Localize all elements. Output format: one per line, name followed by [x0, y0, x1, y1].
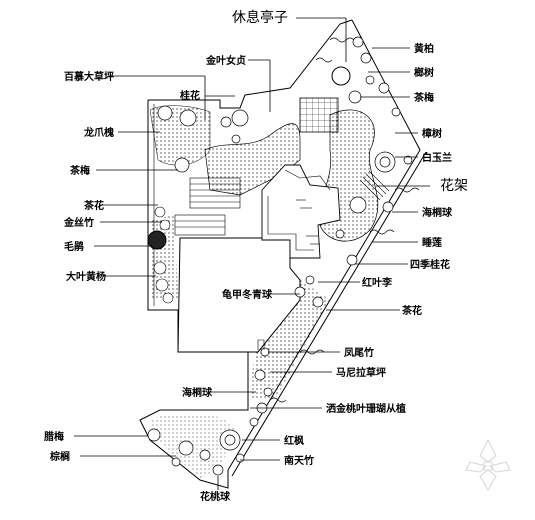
stairway-right: [359, 170, 390, 201]
trees: [147, 36, 413, 476]
central-planting-bed: [204, 123, 301, 196]
label-lamei: 腊梅: [44, 430, 64, 443]
label-baiyulan: 白玉兰: [422, 151, 452, 164]
leader-lines: [74, 17, 430, 490]
label-maninila-lawn: 马尼拉草坪: [336, 366, 386, 379]
label-flower-frame: 花架: [440, 178, 468, 194]
label-yumu: 黄柏: [414, 42, 434, 55]
water-feature: [296, 199, 320, 245]
label-dayehuangyang: 大叶黄杨: [66, 270, 106, 283]
label-zhuanzi: 樟树: [422, 127, 442, 140]
label-jinyenvzhen: 金叶女贞: [205, 54, 246, 67]
label-guihua: 桂花: [179, 89, 200, 102]
pavilion-circle: [331, 66, 351, 86]
label-maojuan: 毛鹃: [64, 240, 84, 253]
label-zongshu: 棕榈: [49, 450, 70, 463]
label-sijiguihua: 四季桂花: [410, 258, 450, 271]
watermark-logo: [465, 438, 511, 492]
label-huamusi: 花桃球: [200, 490, 231, 503]
label-nantianzhu: 南天竹: [284, 454, 314, 467]
label-mashu: 榔树: [414, 66, 434, 79]
label-chahua-1: 茶花: [83, 199, 104, 212]
label-yangsheng: 洒金桃叶珊瑚从植: [326, 402, 406, 415]
steps: [174, 177, 241, 236]
label-jinsizhu: 金丝竹: [63, 216, 94, 229]
label-chahua-2: 茶花: [401, 304, 422, 317]
plant-labels: 休息亭子 花架 金叶女贞 桂花 百慕大草坪 龙爪槐 茶梅 茶花 金丝竹 毛鹃 大…: [44, 9, 468, 503]
label-chamei-2: 茶梅: [413, 91, 434, 104]
label-hongyeli: 红叶李: [362, 276, 393, 289]
label-guijiadongqing: 龟甲冬青球: [222, 288, 273, 301]
label-changlian: 睡莲: [422, 236, 442, 249]
stepped-terrace: [261, 164, 341, 259]
label-haitongqiu: 海桐球: [422, 206, 453, 219]
label-bainian-lawn: 百慕大草坪: [64, 70, 114, 83]
label-chamei-1: 茶梅: [69, 164, 90, 177]
label-fengweizhu: 凤尾竹: [344, 346, 374, 359]
label-haitongqiu-2: 海桐球: [182, 386, 213, 399]
label-longbaihuai: 龙爪槐: [83, 126, 114, 139]
hedge-lines: [257, 37, 420, 403]
label-pavilion: 休息亭子: [232, 9, 288, 26]
label-hongfeng: 红枫: [284, 434, 304, 447]
